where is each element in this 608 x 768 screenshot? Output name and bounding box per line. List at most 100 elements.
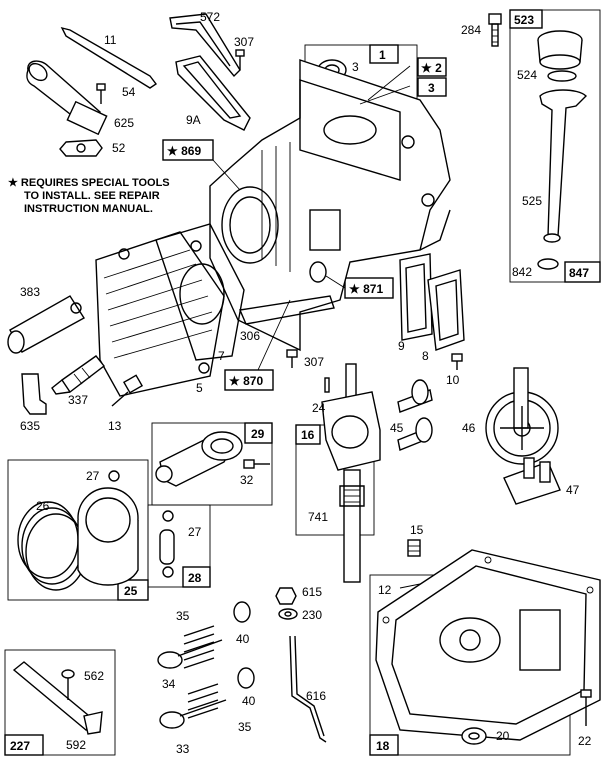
callout-box-227-label: 227 [10, 739, 30, 753]
callout-box-16-tag [295, 424, 321, 445]
label-part-45: 45 [390, 421, 404, 435]
callout-box-2-label: ★ 2 [421, 61, 442, 75]
label-part-22: 22 [578, 734, 592, 748]
part-35-valve-spring-upper [183, 625, 215, 669]
part-54-screw [96, 83, 106, 104]
label-part-572: 572 [200, 10, 220, 24]
label-part-32: 32 [240, 473, 254, 487]
part-7-head-gasket [155, 223, 245, 361]
label-part-635: 635 [20, 419, 40, 433]
part-crankshaft [321, 363, 381, 583]
callout-box-28-tag [182, 566, 211, 588]
part-40-retainer-upper [233, 601, 251, 623]
part-227-valve-tool [12, 661, 103, 735]
label-part-307-top: 307 [234, 35, 254, 49]
part-8-breather-cover [427, 269, 465, 351]
label-part-20: 20 [496, 729, 510, 743]
label-part-383: 383 [20, 285, 40, 299]
label-part-9A: 9A [186, 113, 201, 127]
callout-box-227-frame [4, 649, 116, 756]
label-part-27-lower: 27 [188, 525, 202, 539]
part-27-wrist-pin-clip-lower [162, 510, 174, 578]
part-625-breather-tube [26, 60, 108, 136]
part-15-plug [407, 539, 421, 557]
part-12-sump-cover [375, 549, 601, 741]
part-cylinder-head [95, 231, 225, 397]
part-22-bolt [580, 689, 592, 726]
label-part-40-upper: 40 [236, 632, 250, 646]
label-part-7: 7 [218, 349, 225, 363]
callout-box-227-tag [4, 734, 44, 756]
part-46-camshaft-gear [485, 367, 559, 465]
label-part-625: 625 [114, 116, 134, 130]
callout-box-25-label: 25 [124, 584, 138, 598]
label-part-12: 12 [378, 583, 392, 597]
callout-box-870-label: ★ 870 [229, 374, 263, 388]
label-part-35-lower: 35 [238, 720, 252, 734]
special-tools-note-line-1: ★ REQUIRES SPECIAL TOOLS [8, 177, 170, 189]
label-part-13: 13 [108, 419, 122, 433]
callout-box-869-tag [162, 139, 214, 161]
part-34-valve-upper [157, 639, 223, 669]
part-230-washer [278, 608, 298, 620]
callout-box-2-sub [417, 77, 447, 97]
label-part-10: 10 [446, 373, 460, 387]
label-part-35-upper: 35 [176, 609, 190, 623]
callout-box-871-label: ★ 871 [349, 282, 383, 296]
part-11-rod [60, 26, 158, 89]
part-9A-gasket [175, 55, 251, 131]
callout-box-25-tag [117, 579, 149, 601]
part-13-head-bolt [111, 374, 144, 407]
label-part-52: 52 [112, 141, 126, 155]
label-part-524: 524 [517, 68, 537, 82]
label-part-5: 5 [196, 381, 203, 395]
part-383-air-tube [7, 295, 85, 354]
label-part-230: 230 [302, 608, 322, 622]
label-part-616: 616 [306, 689, 326, 703]
part-9-breather-gasket [399, 253, 433, 341]
callout-box-870-tag [224, 369, 274, 391]
part-52-gasket [59, 139, 103, 157]
label-part-842: 842 [512, 265, 532, 279]
label-part-26: 26 [36, 499, 50, 513]
label-part-54: 54 [122, 85, 136, 99]
label-part-8: 8 [422, 349, 429, 363]
part-28-wrist-pin [159, 529, 175, 565]
callout-box-523-tag [509, 9, 543, 29]
callout-box-847-label: 847 [569, 266, 589, 280]
callout-box-16-label: 16 [301, 428, 315, 442]
special-tools-note-line-2: TO INSTALL. SEE REPAIR [24, 190, 160, 202]
label-part-337: 337 [68, 393, 88, 407]
callout-box-29-frame [151, 422, 273, 506]
part-33-valve-lower [159, 699, 227, 729]
part-572-gasket [169, 13, 241, 78]
part-10-screw [451, 353, 463, 370]
label-part-24: 24 [312, 401, 326, 415]
part-307-bolt-top [235, 49, 245, 70]
label-part-47: 47 [566, 483, 580, 497]
part-cylinder-block [209, 59, 451, 352]
part-306-gasket [239, 295, 335, 325]
part-615-nut [275, 587, 297, 605]
part-562-bolt [61, 669, 75, 700]
part-525-dipstick-tube [539, 89, 587, 243]
callout-box-1-label: 1 [379, 48, 386, 62]
callout-box-dipstick-frame [509, 9, 601, 283]
label-part-15: 15 [410, 523, 424, 537]
callout-box-1-tag [369, 44, 399, 64]
label-part-562: 562 [84, 669, 104, 683]
part-35-valve-spring-lower [187, 683, 219, 719]
part-27-wrist-pin-clip-upper [108, 470, 120, 482]
special-tools-note-line-3: INSTRUCTION MANUAL. [24, 203, 153, 215]
part-524-o-ring [547, 70, 577, 82]
label-part-40-lower: 40 [242, 694, 256, 708]
label-part-284: 284 [461, 23, 481, 37]
part-26-piston-rings [17, 501, 87, 591]
part-635-spark-boot [21, 373, 47, 415]
part-284-bolt [488, 13, 502, 47]
label-part-306: 306 [240, 329, 260, 343]
part-47-governor [503, 457, 561, 505]
part-842-o-ring [537, 258, 559, 270]
label-part-34: 34 [162, 677, 176, 691]
